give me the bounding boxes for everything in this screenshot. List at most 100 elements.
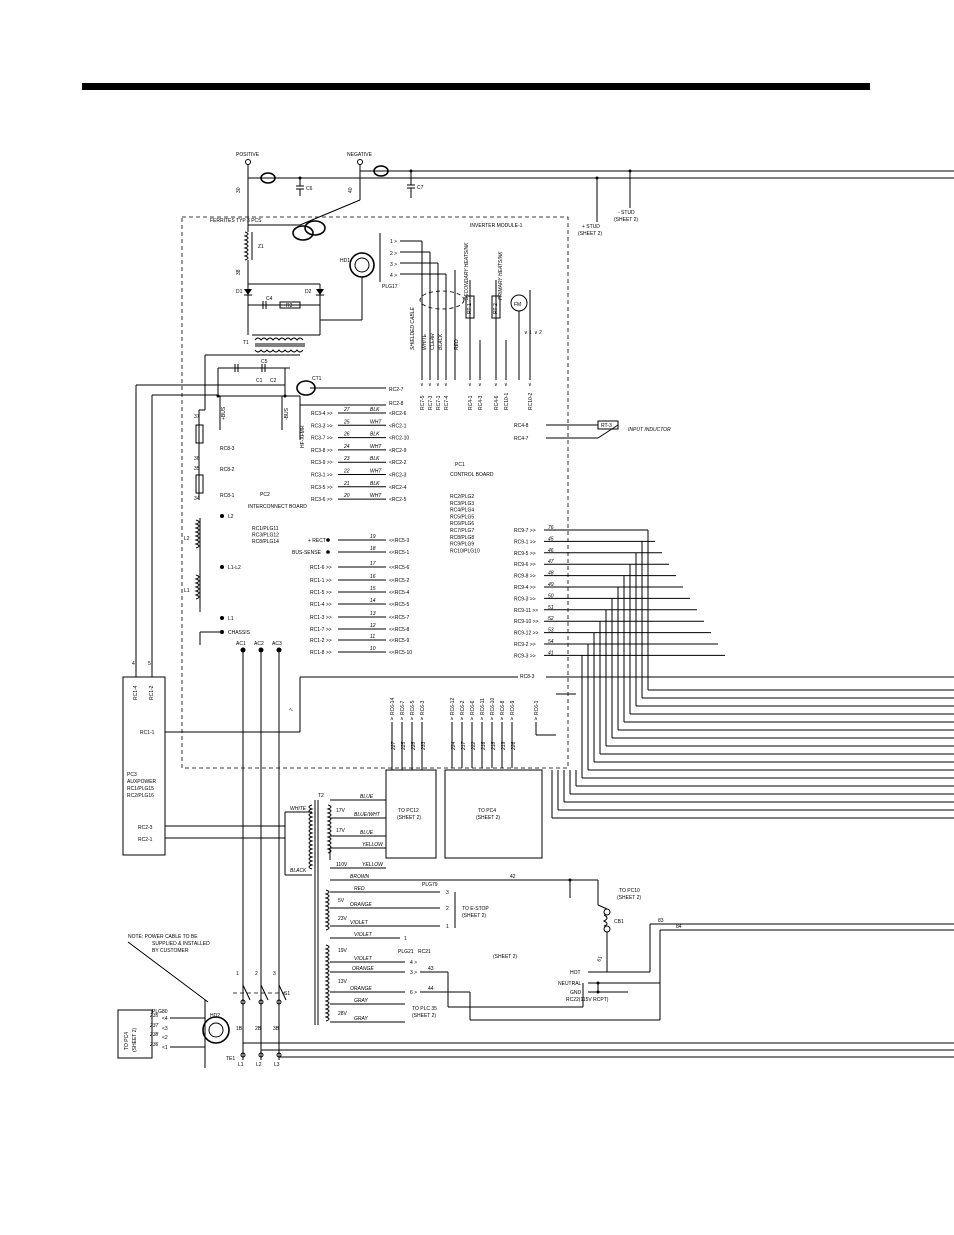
svg-text:(SHEET 2): (SHEET 2) — [617, 895, 641, 901]
svg-text:3: 3 — [446, 890, 449, 896]
pin-arrow-icon: ∧ — [480, 716, 484, 722]
r3-resistor-icon — [279, 301, 301, 309]
pc1-plug: RC2/PLG2 — [450, 494, 474, 500]
svg-text:1B: 1B — [236, 1026, 243, 1032]
pc1-top-pin: RC4-1 — [468, 395, 474, 410]
svg-text:36: 36 — [194, 456, 200, 462]
svg-text:RED: RED — [354, 886, 365, 892]
svg-text:PLG17: PLG17 — [382, 284, 398, 290]
wire-number: 224 — [451, 741, 457, 751]
pin-arrow-icon: ∨ — [444, 382, 448, 388]
wire-number: 13 — [370, 611, 376, 617]
power-cable-note: NOTE: POWER CABLE TO BE SUPPLIED & INSTA… — [127, 934, 210, 1003]
pc2-plug: RC1/PLG11 — [252, 526, 279, 532]
wire-number: 41 — [548, 650, 554, 656]
pc1-rc9-pin: RC9-7 >> — [514, 528, 536, 534]
wire-number: 54 — [548, 639, 554, 645]
wire-number: 11 — [370, 634, 375, 640]
pc1-rc2-pin: <RC2-1 — [389, 423, 407, 429]
svg-text:37: 37 — [194, 414, 200, 420]
pc1-rc9-pin: RC9-12 >> — [514, 631, 539, 637]
wire-number: 228 — [411, 741, 417, 751]
svg-text:AUXPOWER: AUXPOWER — [127, 779, 157, 785]
svg-text:RC22(115V RCPT): RC22(115V RCPT) — [566, 997, 609, 1003]
negative-terminal-label: NEGATIVE — [347, 152, 373, 158]
thermal-sensors: SECONDARY HEATSINK PRIMARY HEATSINK RT-1… — [464, 242, 542, 380]
wire-color: BLK — [370, 481, 380, 487]
pc2-input-filter: RC8-3 RC8-2 RC8-1 37 36 35 34 L2 L1 L2 L… — [184, 409, 251, 645]
svg-text:7: 7 — [289, 707, 296, 713]
svg-text:PLG80: PLG80 — [152, 1009, 168, 1015]
wire-number: 52 — [548, 616, 554, 622]
svg-text:FM: FM — [514, 302, 521, 308]
pc1-rc9-pin: RC9-11 >> — [514, 608, 538, 614]
svg-text:RC21: RC21 — [418, 949, 431, 955]
minus-stud-label: - STUD — [618, 210, 635, 216]
ferrite-core-icon — [304, 220, 326, 236]
wire-number: 237 — [149, 1023, 159, 1029]
cb1-breaker: TO PC10 (SHEET 2) CB1 61 HOT NEUTRAL GND… — [448, 888, 954, 1020]
ferrites-label: FERRITES TYP 3 PCS — [210, 218, 262, 224]
wire-number: 76 — [548, 525, 554, 531]
svg-text:40: 40 — [348, 187, 354, 193]
svg-text:6 >: 6 > — [410, 990, 417, 996]
wire-color: WHT — [370, 444, 382, 450]
pc1-plug: RC9/PLG9 — [450, 542, 474, 548]
svg-text:43: 43 — [428, 966, 434, 972]
svg-text:-BUS: -BUS — [284, 407, 290, 420]
svg-text:30: 30 — [236, 187, 242, 193]
pc1-plug: RC3/PLG3 — [450, 501, 474, 507]
svg-text:CLEAR: CLEAR — [430, 333, 436, 350]
svg-text:(SHEET 2): (SHEET 2) — [614, 217, 638, 223]
pc2-rc1-pin: RC1-1 >> — [310, 578, 332, 584]
svg-text:(SHEET 2): (SHEET 2) — [132, 1028, 138, 1052]
svg-text:1: 1 — [404, 936, 407, 942]
wire-number: 16 — [370, 574, 376, 580]
z1-inductor: Z1 38 — [236, 225, 264, 335]
pc2-rc1-pin: RC1-7 >> — [310, 627, 332, 633]
pc1-rc6-pin: RC6-1 — [534, 700, 540, 715]
svg-text:VIOLET: VIOLET — [350, 920, 369, 926]
t2-control-transformer: T2 WHITE BLACK 17V 17V 110V BLUE BLUE/WH… — [284, 793, 660, 1025]
pc1-rc5-pin: <<RC5-4 — [389, 590, 410, 596]
svg-text:C4: C4 — [266, 296, 273, 302]
svg-text:SHIELDED CABLE: SHIELDED CABLE — [410, 307, 416, 350]
pin-arrow-icon: ∧ — [390, 716, 394, 722]
svg-text:TO PC12: TO PC12 — [398, 808, 419, 814]
svg-text:BUS-SENSE: BUS-SENSE — [292, 550, 322, 556]
pc2-plug: RC8/PLG14 — [252, 539, 279, 545]
pc1-top-pin: RC10-1 — [504, 393, 510, 410]
pc1-subtitle: CONTROL BOARD — [450, 472, 494, 478]
wire-color: WHT — [370, 469, 382, 475]
wire-number: 47 — [548, 559, 554, 565]
svg-text:BLACK: BLACK — [438, 333, 444, 350]
svg-text:5: 5 — [148, 661, 151, 667]
pc3-auxpower: PC3 AUXPOWER RC1/PLG15 RC2/PLG16 RC1-4 R… — [122, 384, 300, 856]
wire-number: 14 — [370, 598, 376, 604]
pin-arrow-icon: ∨ — [468, 382, 472, 388]
svg-text:GRAY: GRAY — [354, 1016, 368, 1022]
d1-diode-icon — [244, 289, 252, 295]
wire-number: 45 — [548, 536, 554, 542]
svg-text:RC4-7: RC4-7 — [514, 436, 529, 442]
pc1-top-pin: RC10-2 — [528, 393, 534, 410]
pin-arrow-icon: ∨ — [478, 382, 482, 388]
svg-text:BROWN: BROWN — [350, 874, 370, 880]
wire-number: 26 — [343, 432, 350, 438]
pc1-rc9-pin: RC9-6 >> — [514, 562, 536, 568]
svg-text:BLUE: BLUE — [360, 830, 374, 836]
svg-text:C5: C5 — [261, 359, 268, 365]
svg-text:2: 2 — [446, 906, 449, 912]
pc1-rc5-pin: <<RC5-2 — [389, 578, 410, 584]
pc1-rc6-pin: RC6-10 — [490, 698, 496, 715]
svg-text:2 >: 2 > — [390, 251, 397, 257]
pc2-rc3-pin: RC3-5 >> — [311, 485, 333, 491]
wire-number: 238 — [149, 1032, 159, 1038]
svg-text:44: 44 — [428, 986, 434, 992]
svg-text:CB1: CB1 — [614, 919, 624, 925]
pin-arrow-icon: ∧ — [490, 716, 494, 722]
positive-terminal-icon — [245, 159, 251, 165]
svg-text:S1: S1 — [284, 991, 290, 997]
wire-number: 23 — [343, 456, 350, 462]
svg-text:RC2-1: RC2-1 — [138, 837, 153, 843]
